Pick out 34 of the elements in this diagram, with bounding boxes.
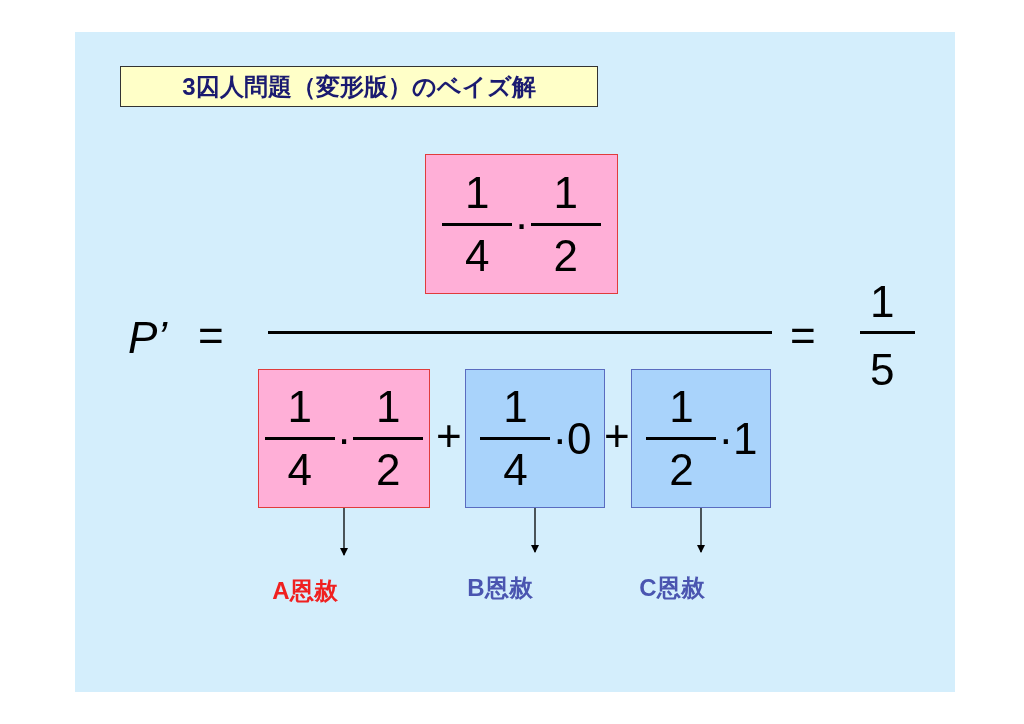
equals-sign: =: [198, 310, 224, 362]
formula-box: [631, 369, 771, 508]
plus-sign: +: [604, 410, 630, 462]
arrow: [697, 507, 705, 553]
denominator: 2: [669, 444, 694, 496]
formula-box: [425, 154, 618, 294]
formula-box: [258, 369, 430, 508]
operator: ·: [336, 412, 352, 465]
numerator: 1: [669, 381, 694, 433]
operator: ·: [514, 198, 529, 250]
caption-label: A恩赦: [272, 575, 338, 607]
denominator: 2: [553, 229, 579, 282]
numerator: 1: [870, 276, 895, 328]
variable-label: P’: [128, 312, 168, 364]
denominator: 2: [376, 444, 401, 496]
plus-sign: +: [436, 410, 462, 462]
numerator: 1: [553, 166, 579, 219]
numerator: 1: [464, 166, 490, 219]
numerator: 1: [376, 381, 401, 433]
denominator: 4: [503, 444, 528, 496]
numerator: 1: [287, 381, 312, 433]
denominator: 4: [464, 229, 490, 282]
denominator: 4: [287, 444, 312, 496]
arrow: [531, 507, 539, 553]
caption-label: B恩赦: [467, 572, 533, 604]
operator: ·0: [552, 412, 592, 465]
numerator: 1: [503, 381, 528, 433]
caption-label: C恩赦: [639, 572, 705, 604]
equals-sign: =: [790, 310, 816, 362]
operator: ·1: [718, 412, 758, 465]
denominator: 5: [870, 344, 895, 396]
formula-box: [465, 369, 605, 508]
arrow: [340, 507, 348, 556]
title-box: 3囚人問題（変形版）のベイズ解: [120, 66, 598, 107]
